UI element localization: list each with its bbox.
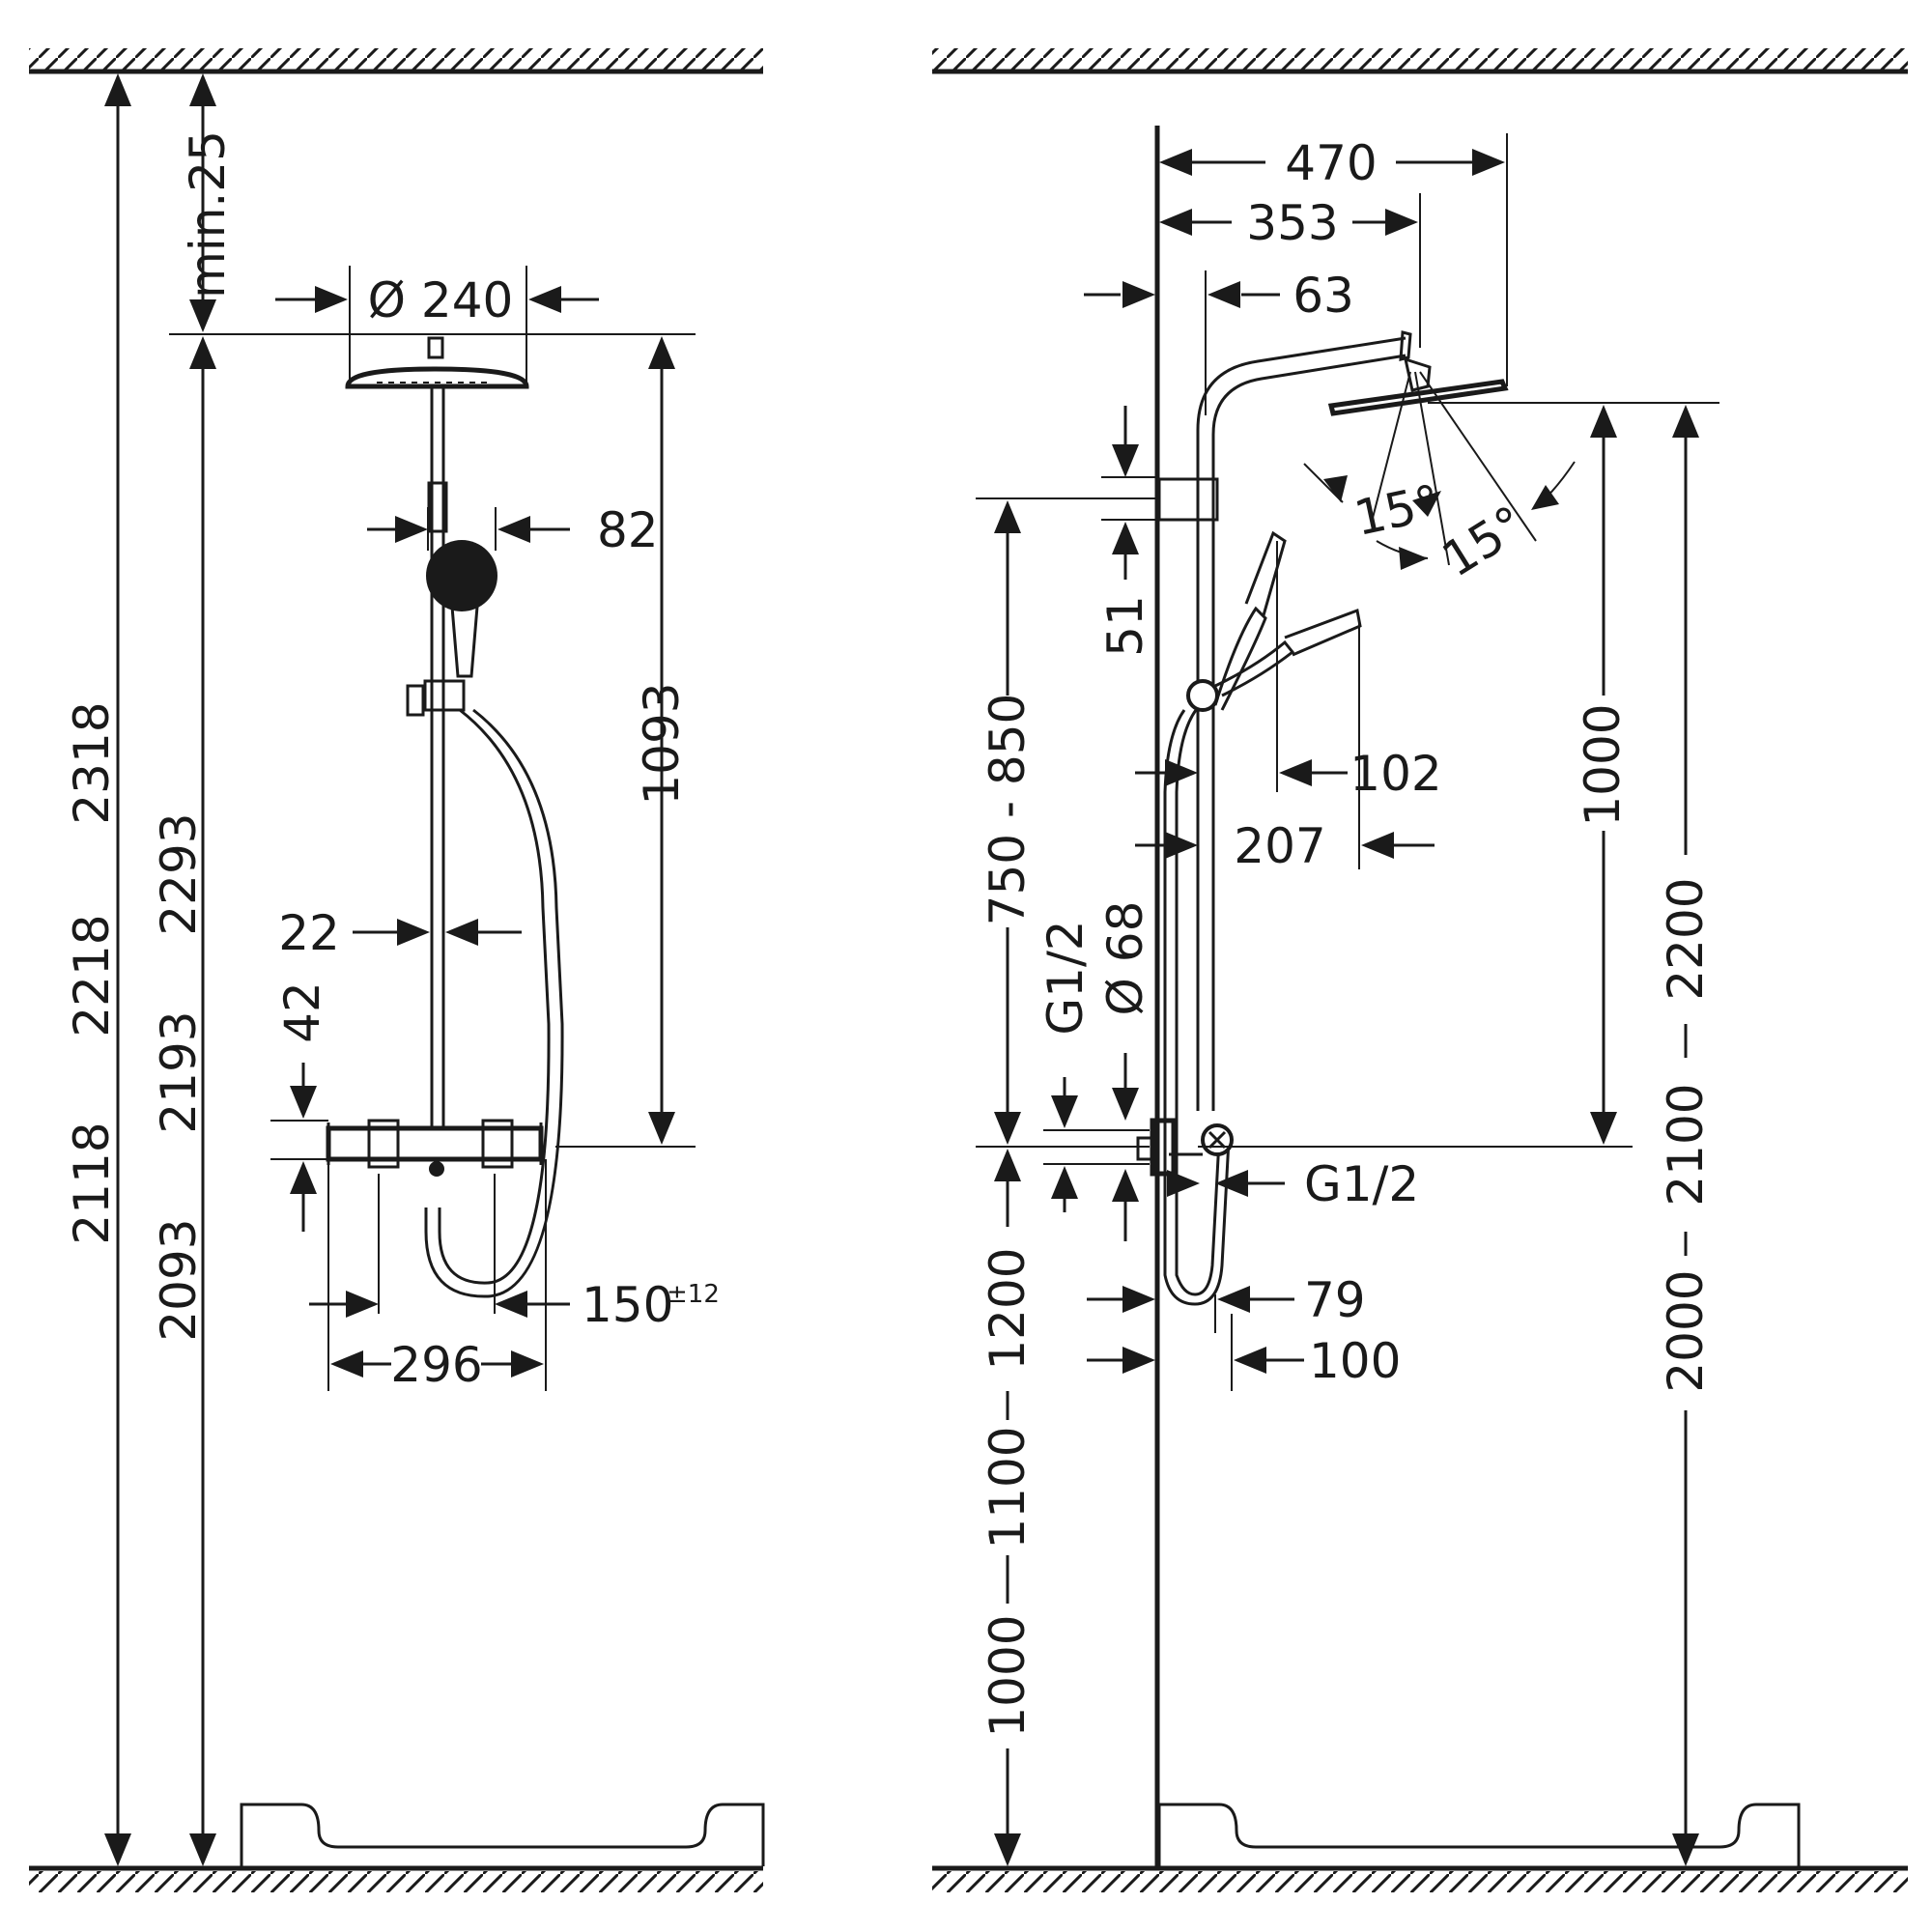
dim-2218: 2218 [64,914,120,1037]
dimension-labels-left: 2318 2218 2118 min.25 2293 2193 2093 Ø 2… [64,130,720,1393]
dim-2318: 2318 [64,701,120,824]
dim-2118: 2118 [64,1122,120,1244]
floor-left [29,1865,763,1892]
shower-column-front [326,336,564,1298]
dim-150-tolerance: ±12 [667,1280,720,1309]
dim-42: 42 [274,981,330,1043]
dim-750-850: 750 - 850 [980,694,1036,926]
dimension-labels-right: 470 353 63 51 750 - 850 15° 15° 102 207 … [980,135,1714,1738]
dim-82: 82 [597,502,659,558]
dim-79: 79 [1304,1272,1366,1328]
dim-63: 63 [1293,268,1354,324]
dim-150: 150 [582,1277,673,1333]
dim-2100: 2100 [1658,1083,1714,1206]
dim-1100: 1100 [980,1426,1036,1548]
dim-2200: 2200 [1658,877,1714,1000]
dim-head-diameter: Ø 240 [368,272,514,328]
dim-hose-diameter: Ø 68 [1097,901,1153,1016]
dim-g12-vertical: G1/2 [1037,920,1094,1035]
dim-100: 100 [1309,1333,1401,1389]
dim-min-25: min.25 [180,130,236,298]
side-view: 470 353 63 51 750 - 850 15° 15° 102 207 … [932,48,1908,1892]
shower-tray-left [240,1803,765,1866]
dim-1093: 1093 [634,682,690,805]
dimension-lines-left [104,73,696,1866]
dimension-lines-right [976,133,1719,1866]
dim-1000-mixer: 1000 [980,1614,1036,1737]
dim-207: 207 [1234,818,1325,874]
shower-column-side [1136,126,1509,1866]
dim-296: 296 [390,1337,482,1393]
dim-1000-head: 1000 [1575,703,1631,826]
ceiling-right [932,48,1908,74]
dim-22: 22 [278,905,340,961]
dim-102: 102 [1350,746,1441,802]
front-view: 2318 2218 2118 min.25 2293 2193 2093 Ø 2… [29,48,765,1892]
floor-right [932,1865,1908,1892]
dim-tilt-2: 15° [1433,496,1535,588]
dim-g12-horizontal: G1/2 [1304,1156,1419,1212]
dim-2093: 2093 [151,1218,207,1341]
shower-tray-right [1157,1803,1801,1866]
dim-1200: 1200 [980,1247,1036,1370]
dim-2193: 2193 [151,1010,207,1133]
dim-353: 353 [1246,195,1338,251]
ceiling-left [29,48,763,74]
dim-2293: 2293 [151,812,207,935]
dim-51: 51 [1097,595,1153,657]
dim-2000: 2000 [1658,1269,1714,1392]
dim-tilt-1: 15° [1350,474,1445,547]
dim-470: 470 [1285,135,1377,191]
